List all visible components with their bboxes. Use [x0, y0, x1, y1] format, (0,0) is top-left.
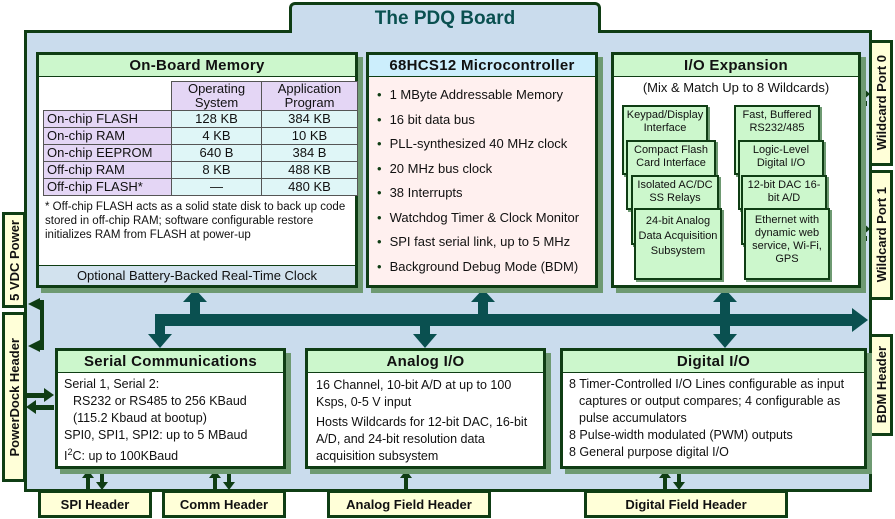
- system-bus: [148, 289, 868, 348]
- serial-line: SPI0, SPI1, SPI2: up to 5 MBaud: [64, 428, 248, 442]
- table-row: Off-chip FLASH*—480 KB: [43, 178, 358, 196]
- io-expansion-panel: I/O Expansion (Mix & Match Up to 8 Wildc…: [611, 52, 861, 288]
- col-os: Operating System: [171, 81, 262, 111]
- spi-header-tab: SPI Header: [38, 490, 152, 518]
- bdm-header-tab: BDM Header: [869, 334, 893, 436]
- digital-line: 8 Pulse-width modulated (PWM) outputs: [569, 428, 793, 442]
- os-value: 4 KB: [171, 127, 262, 145]
- i2c-i: I: [64, 449, 68, 464]
- microcontroller-panel: 68HCS12 Microcontroller 1 MByte Addressa…: [366, 52, 598, 288]
- app-value: 384 B: [261, 144, 358, 162]
- serial-communications-panel: Serial Communications Serial 1, Serial 2…: [55, 348, 286, 469]
- analog-line: 16 Channel, 10-bit A/D at up to 100 Ksps…: [316, 378, 512, 409]
- app-value: 10 KB: [261, 127, 358, 145]
- micro-header: 68HCS12 Microcontroller: [369, 55, 595, 77]
- io-subtitle: (Mix & Match Up to 8 Wildcards): [642, 80, 830, 95]
- analog-io-panel: Analog I/O 16 Channel, 10-bit A/D at up …: [305, 348, 546, 469]
- list-item: 1 MByte Addressable Memory: [377, 83, 587, 108]
- digital-header: Digital I/O: [563, 351, 864, 373]
- list-item: Watchdog Timer & Clock Monitor: [377, 206, 587, 231]
- comm-header-tab: Comm Header: [162, 490, 286, 518]
- app-value: 488 KB: [261, 161, 358, 179]
- serial-header: Serial Communications: [58, 351, 283, 373]
- row-name: On-chip FLASH: [43, 110, 172, 128]
- wildcard-port-0-tab: Wildcard Port 0: [869, 40, 893, 166]
- serial-line: (115.2 Kbaud at bootup): [73, 411, 207, 425]
- analog-header: Analog I/O: [308, 351, 543, 373]
- list-item: Background Debug Mode (BDM): [377, 255, 587, 280]
- rtc-label: Optional Battery-Backed Real-Time Clock: [39, 265, 355, 285]
- os-value: —: [171, 178, 262, 196]
- wildcard-card: Ethernet with dynamic web service, Wi-Fi…: [744, 208, 830, 280]
- row-name: Off-chip RAM: [43, 161, 172, 179]
- board-title: The PDQ Board: [374, 8, 516, 29]
- power-tab: 5 VDC Power: [2, 212, 26, 308]
- list-item: SPI fast serial link, up to 5 MHz: [377, 230, 587, 255]
- app-value: 480 KB: [261, 178, 358, 196]
- col-app: Application Program: [261, 81, 358, 111]
- list-item: PLL-synthesized 40 MHz clock: [377, 132, 587, 157]
- serial-line: Serial 1, Serial 2:: [64, 377, 160, 391]
- os-value: 128 KB: [171, 110, 262, 128]
- digital-io-panel: Digital I/O 8 Timer-Controlled I/O Lines…: [560, 348, 867, 469]
- memory-header: On-Board Memory: [39, 55, 355, 77]
- list-item: 20 MHz bus clock: [377, 157, 587, 182]
- os-value: 640 B: [171, 144, 262, 162]
- io-arrows: [26, 87, 871, 490]
- digital-line: 8 General purpose digital I/O: [569, 445, 729, 459]
- app-value: 384 KB: [261, 110, 358, 128]
- i2c-sup: 2: [67, 447, 73, 457]
- micro-feature-list: 1 MByte Addressable Memory 16 bit data b…: [369, 77, 595, 285]
- list-item: 38 Interrupts: [377, 181, 587, 206]
- i2c-rest: C: up to 100KBaud: [72, 449, 179, 464]
- row-name: On-chip EEPROM: [43, 144, 172, 162]
- i2c-line: I2C: up to 100KBaud: [64, 444, 277, 465]
- digital-field-header-tab: Digital Field Header: [584, 490, 788, 518]
- bottom-arrows: [82, 470, 685, 490]
- wildcard-card: 24-bit Analog Data Acquisition Subsystem: [634, 208, 722, 280]
- analog-line: Hosts Wildcards for 12-bit DAC, 16-bit A…: [316, 415, 528, 463]
- row-name: On-chip RAM: [43, 127, 172, 145]
- memory-footnote: * Off-chip FLASH acts as a solid state d…: [45, 201, 346, 241]
- serial-line: RS232 or RS485 to 256 KBaud: [73, 394, 247, 408]
- os-value: 8 KB: [171, 161, 262, 179]
- powerdock-header-tab: PowerDock Header: [2, 312, 26, 482]
- list-item: 16 bit data bus: [377, 108, 587, 133]
- digital-line: 8 Timer-Controlled I/O Lines configurabl…: [569, 377, 845, 425]
- row-name: Off-chip FLASH*: [43, 178, 172, 196]
- io-header: I/O Expansion: [614, 55, 858, 77]
- analog-field-header-tab: Analog Field Header: [327, 490, 491, 518]
- wildcard-port-1-tab: Wildcard Port 1: [869, 170, 893, 300]
